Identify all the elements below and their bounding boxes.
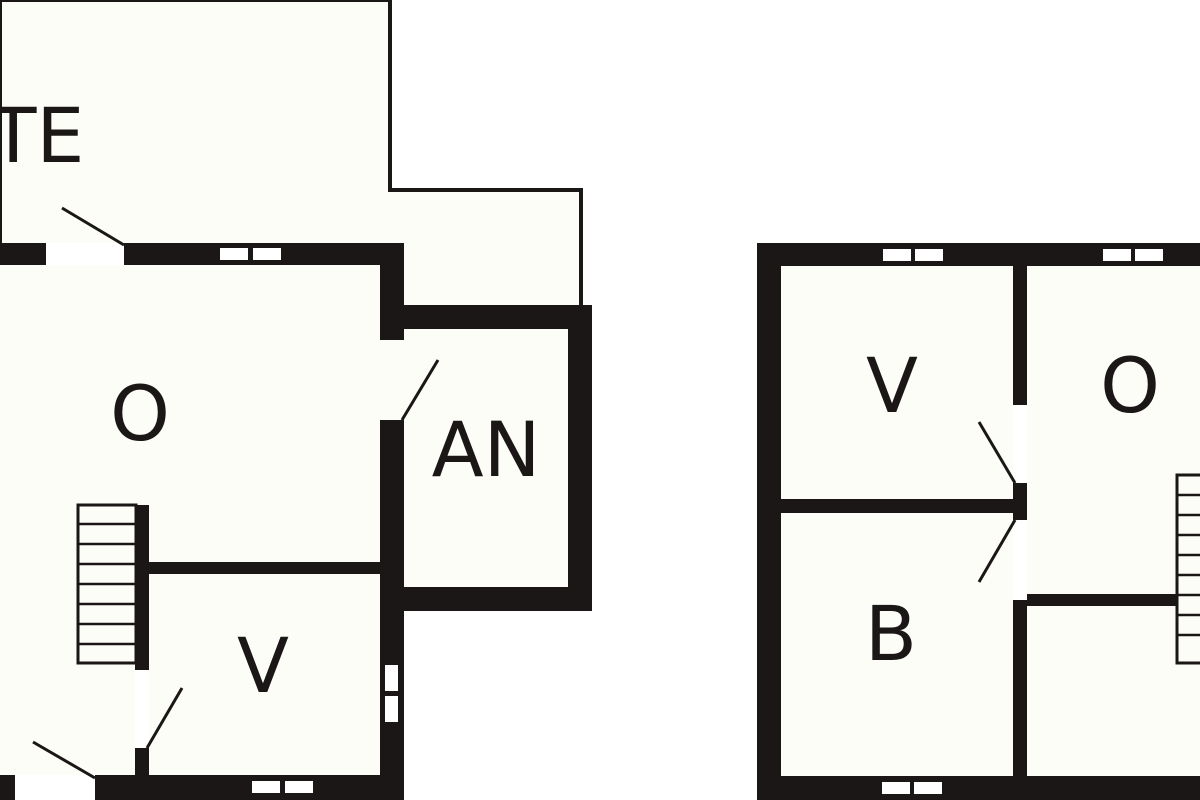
staircase-left bbox=[76, 503, 138, 665]
small-room-door-opening bbox=[135, 670, 149, 748]
annex-door-opening bbox=[380, 340, 404, 420]
window-right-bottom bbox=[882, 782, 942, 794]
room-label-left-small: V bbox=[237, 621, 289, 710]
right-partition-right-horizontal bbox=[1027, 594, 1200, 606]
room-label-annex: AN bbox=[432, 405, 541, 494]
terrace-area bbox=[0, 0, 583, 309]
partition-horizontal bbox=[135, 562, 383, 574]
door-swing-top bbox=[61, 206, 125, 247]
door-swing-right-lower bbox=[977, 519, 1017, 583]
window-right-top-left bbox=[883, 249, 943, 261]
room-label-left-main: O bbox=[110, 369, 170, 458]
door-swing-annex bbox=[400, 359, 440, 421]
right-door-opening-upper bbox=[1013, 405, 1027, 483]
room-label-right-bottom-left: B bbox=[865, 589, 917, 678]
right-door-opening-lower bbox=[1013, 520, 1027, 600]
right-floor bbox=[781, 266, 1200, 776]
top-wall-opening bbox=[46, 243, 124, 265]
left-building: TE O V AN bbox=[0, 0, 592, 800]
window-bottom bbox=[252, 781, 313, 793]
window-right-top-right bbox=[1103, 249, 1163, 261]
staircase-right bbox=[1175, 473, 1200, 665]
door-swing-small-room bbox=[145, 687, 184, 749]
room-label-right-top-left: V bbox=[866, 341, 918, 430]
window-side bbox=[385, 665, 398, 722]
door-swing-right-upper bbox=[977, 421, 1017, 484]
bottom-wall-opening bbox=[15, 775, 95, 800]
window-top bbox=[220, 248, 281, 260]
room-label-right-top-right: O bbox=[1100, 341, 1160, 430]
left-main-floor bbox=[0, 265, 380, 775]
right-building: V O B bbox=[757, 243, 1200, 800]
right-partition-left-horizontal bbox=[781, 499, 1021, 513]
room-label-terrace: TE bbox=[0, 91, 84, 180]
door-swing-bottom bbox=[32, 740, 96, 780]
